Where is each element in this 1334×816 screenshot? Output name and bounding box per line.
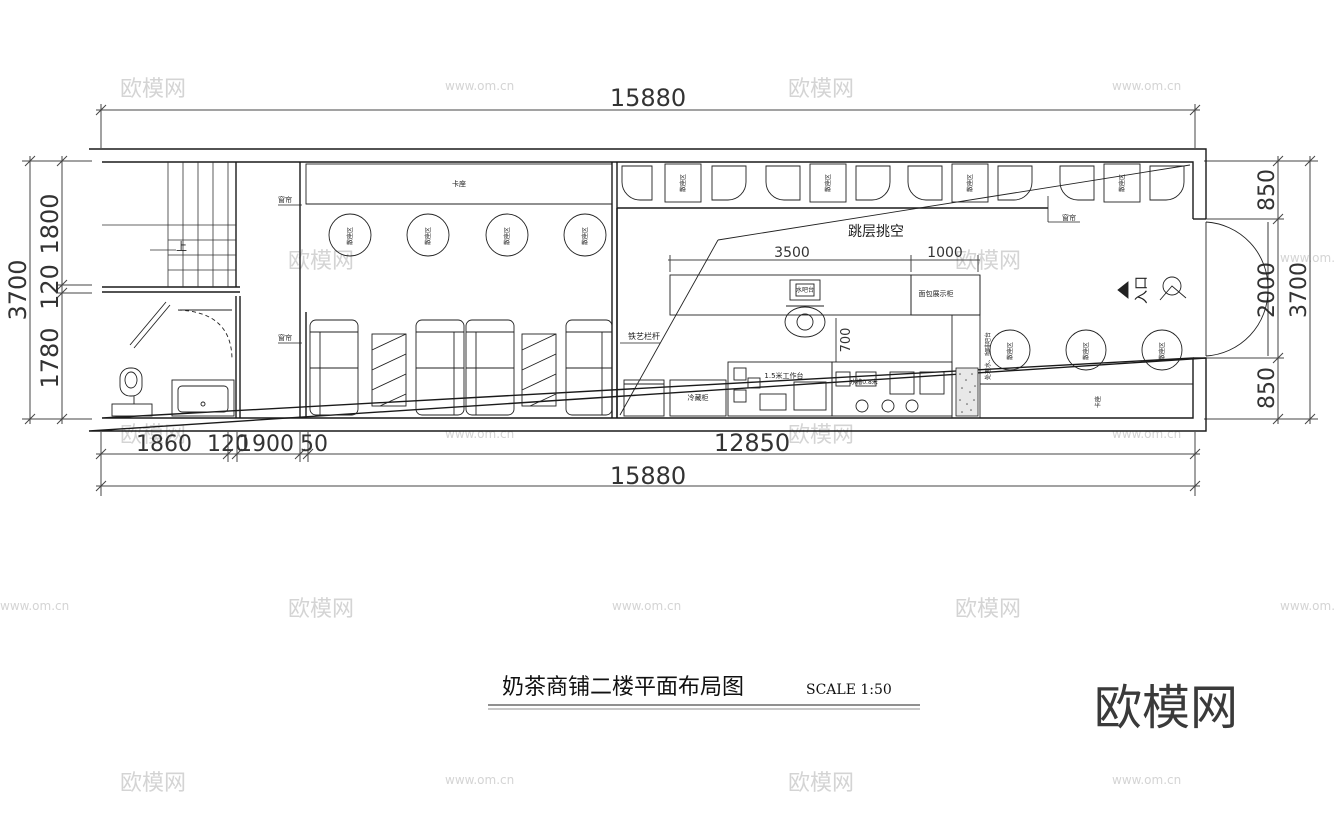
brand-logo-watermark: 欧模网: [1094, 680, 1238, 736]
curtain-label: 窗帘: [278, 195, 292, 204]
void-label: 跳层挑空: [848, 224, 904, 240]
table-label: 散座区: [424, 227, 432, 245]
dim-text-left-outer: 3700: [4, 259, 32, 320]
table-label: 散座区: [1082, 342, 1090, 360]
staircase: [102, 162, 236, 287]
water-note-label: 处理水、咖啡吧台: [984, 332, 992, 380]
dim-text-bottom-seg-1: 1860: [136, 432, 192, 457]
entrance-label: 入口: [1134, 276, 1150, 304]
watermark-url: www.om.cn: [1280, 251, 1334, 265]
column-hatch: [955, 367, 979, 417]
watermark-brand: 欧模网: [120, 77, 186, 102]
dim-text-counter-a: 3500: [774, 245, 810, 261]
outer-wall: [88, 148, 1207, 432]
round-table: [485, 213, 529, 257]
sofa-group: [309, 319, 359, 416]
service-counter: [623, 274, 981, 418]
watermark-url: www.om.cn: [1112, 427, 1181, 441]
table-label: 散座区: [503, 227, 511, 245]
dim-text-bottom-seg-2: 120: [207, 432, 249, 457]
sofa-group: [415, 319, 515, 416]
bread-display-label: 面包展示柜: [919, 289, 954, 298]
dim-text-bottom-seg-3: 1900: [238, 432, 294, 457]
cold-store-label: 冷藏柜: [688, 393, 709, 402]
dim-text-left-part-3: 1780: [36, 327, 64, 388]
sink-label: 水槽0.8米: [850, 378, 878, 386]
watermark-brand: 欧模网: [288, 597, 354, 622]
watermark-url: www.om.cn: [1112, 773, 1181, 787]
table-label: 散座区: [966, 174, 974, 192]
watermark-brand: 欧模网: [955, 597, 1021, 622]
dim-text-right-part-2: 2000: [1255, 262, 1280, 318]
table-label: 散座区: [679, 174, 687, 192]
round-table: [989, 329, 1031, 371]
dim-text-left-part-2: 120: [36, 264, 64, 310]
right-dining-labels: 散座区 散座区 散座区 卡座 入口: [1006, 276, 1166, 408]
table-label: 散座区: [824, 174, 832, 192]
workbench-label: 1.5米工作台: [764, 371, 803, 380]
table-label: 散座区: [1006, 342, 1014, 360]
watermark-url: www.om.cn: [612, 599, 681, 613]
round-table: [563, 213, 607, 257]
watermark-brand: 欧模网: [288, 249, 354, 274]
dim-text-bottom-seg-5: 12850: [714, 429, 790, 457]
table-label: 散座区: [581, 227, 589, 245]
round-table: [1141, 329, 1183, 371]
water-bar-label: 水吧台: [796, 286, 814, 294]
watermark-brand: 欧模网: [955, 249, 1021, 274]
sofa-group: [565, 319, 613, 416]
dim-text-right-part-3: 850: [1255, 367, 1280, 409]
plan-scale: SCALE 1:50: [806, 682, 892, 698]
top-seating-labels: 散座区 散座区 散座区 散座区 窗帘: [679, 174, 1126, 222]
round-table: [406, 213, 450, 257]
bench-label: 卡座: [452, 179, 466, 188]
void-outline: [619, 164, 1191, 416]
inner-wall: [101, 161, 1194, 419]
table-label: 散座区: [346, 227, 354, 245]
watermark-brand: 欧模网: [788, 771, 854, 796]
watermark-url: www.om.cn: [445, 773, 514, 787]
curtain-label: 窗帘: [1062, 213, 1076, 222]
watermark-brand: 欧模网: [788, 423, 854, 448]
table-label: 散座区: [1118, 174, 1126, 192]
counter-labels: 面包展示柜 水吧台 冷藏柜 1.5米工作台 水槽0.8米 处理水、咖啡吧台: [688, 286, 993, 402]
railing-label: 铁艺栏杆: [628, 331, 660, 341]
watermark-url: www.om.cn: [445, 79, 514, 93]
dim-text-left-part-1: 1800: [36, 193, 64, 254]
watermark-url: www.om.cn: [1280, 599, 1334, 613]
watermark-layer: 欧模网 www.om.cn 欧模网 www.om.cn 欧模网 欧模网 www.…: [0, 77, 1334, 796]
dimension-lines: [22, 104, 1318, 496]
toilet-room: [111, 301, 235, 417]
dim-text-counter-b: 1000: [927, 245, 963, 261]
dim-text-counter-depth: 700: [839, 328, 854, 353]
bench-label: 卡座: [1094, 396, 1102, 408]
dim-text-bottom-total: 15880: [610, 462, 686, 490]
dim-text-right-part-1: 850: [1255, 169, 1280, 211]
watermark-brand: 欧模网: [120, 771, 186, 796]
watermark-url: www.om.cn: [1112, 79, 1181, 93]
watermark-url: www.om.cn: [0, 599, 69, 613]
table-label: 散座区: [1158, 342, 1166, 360]
walls: [88, 148, 1207, 432]
round-table: [1065, 329, 1107, 371]
stairs-up-label: 上: [176, 240, 187, 253]
left-dining-labels: 卡座 窗帘 窗帘 散座区 散座区 散座区 散座区 铁艺栏杆: [278, 179, 660, 342]
watermark-brand: 欧模网: [788, 77, 854, 102]
watermark-url: www.om.cn: [445, 427, 514, 441]
right-dining-area: [980, 221, 1269, 385]
top-seating-row: [621, 163, 1185, 203]
dim-text-top-total: 15880: [610, 84, 686, 112]
round-table: [328, 213, 372, 257]
curtain-label: 窗帘: [278, 333, 292, 342]
dim-text-right-outer: 3700: [1287, 262, 1312, 318]
plan-title: 奶茶商铺二楼平面布局图: [502, 675, 744, 700]
dimension-labels: 15880 15880 1860 120 1900 50 12850 3700 …: [4, 84, 1312, 490]
left-dining-area: [305, 163, 613, 416]
dim-text-bottom-seg-4: 50: [300, 432, 328, 457]
plan-title-block: 奶茶商铺二楼平面布局图 SCALE 1:50: [488, 675, 920, 710]
